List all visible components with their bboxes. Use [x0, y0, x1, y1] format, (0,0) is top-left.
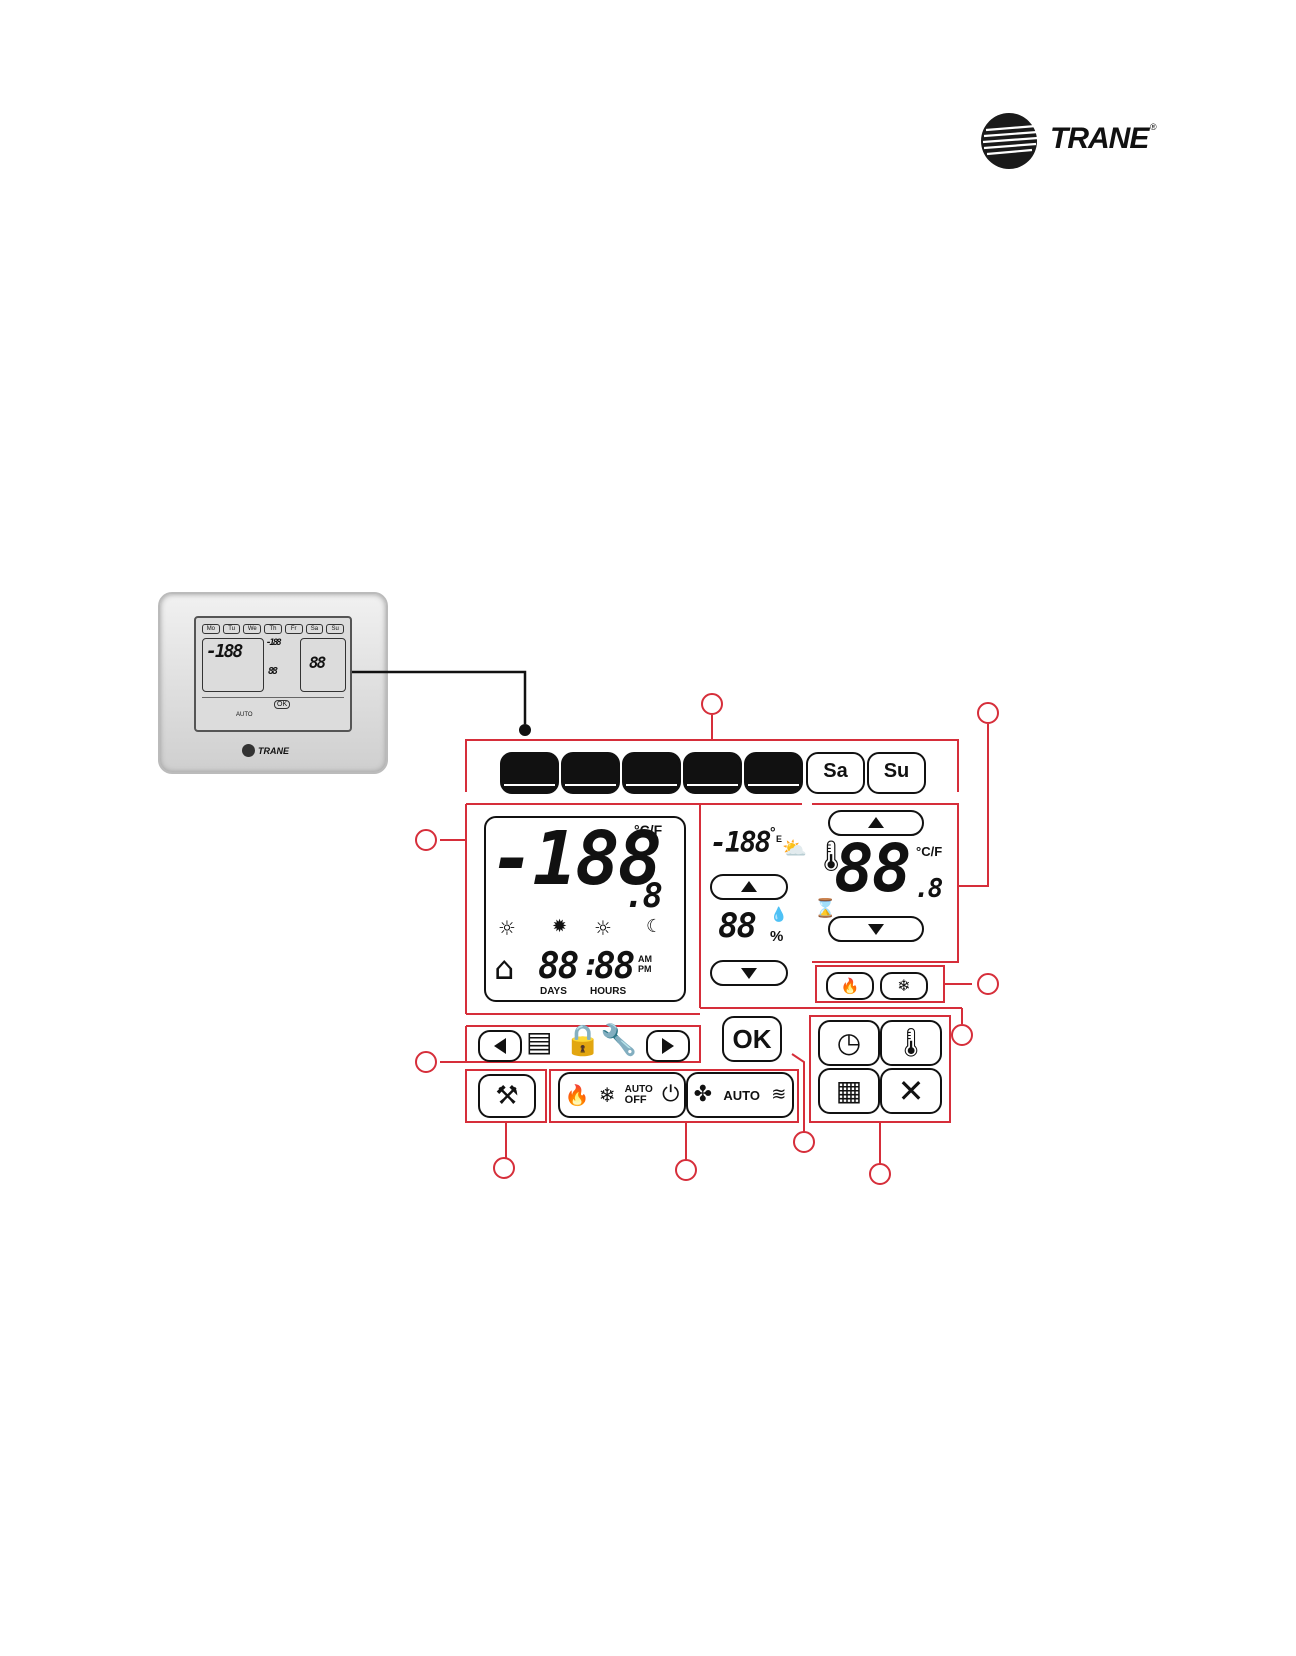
temperature-button[interactable]: 🌡: [880, 1020, 942, 1066]
cool-button[interactable]: ❄: [880, 972, 928, 1000]
auto-label: AUTO: [625, 1085, 653, 1095]
clock-button[interactable]: ◷: [818, 1020, 880, 1066]
sunrise-icon: ☼: [498, 918, 516, 938]
day-button-label: Sa: [808, 760, 863, 783]
outdoor-humidity-display: -188 ° E ⛅ 88 💧 %: [708, 816, 808, 1002]
humidity-unit: %: [770, 928, 783, 945]
callout-circle: [494, 1158, 514, 1178]
up-arrow-icon: [741, 881, 757, 892]
day-button-saturday[interactable]: Sa: [806, 752, 865, 794]
day-button[interactable]: [500, 752, 559, 794]
thermometer-icon: 🌡: [893, 1029, 929, 1057]
day-button[interactable]: [561, 752, 620, 794]
callout-circle: [978, 974, 998, 994]
day-button[interactable]: [744, 752, 803, 794]
sunset-icon: ☼: [594, 918, 612, 938]
clock-hours: 88: [594, 946, 633, 987]
setpoint-unit: °C/F: [916, 844, 942, 859]
nav-right-button[interactable]: [646, 1030, 690, 1062]
nav-left-button[interactable]: [478, 1030, 522, 1062]
clock-icon: ◷: [837, 1029, 861, 1057]
pm-indicator: PM: [638, 964, 652, 974]
day-button-label: Su: [869, 760, 924, 783]
outdoor-temperature-unit: °: [770, 824, 776, 840]
right-arrow-icon: [662, 1038, 674, 1054]
down-arrow-icon: [741, 968, 757, 979]
droplet-icon: 💧: [770, 908, 787, 922]
am-indicator: AM: [638, 954, 652, 964]
calendar-icon: ▦: [836, 1077, 862, 1105]
system-mode-button[interactable]: 🔥 ❄ AUTO OFF ⏻: [558, 1072, 686, 1118]
wrench-icon: 🔧: [600, 1026, 637, 1056]
snowflake-icon: ❄: [897, 978, 910, 994]
callout-circle: [702, 694, 722, 714]
callout-circle: [978, 703, 998, 723]
sun-cloud-icon: ⛅: [782, 838, 807, 858]
outdoor-temperature: -188: [710, 826, 769, 859]
lock-icon: 🔒: [564, 1026, 601, 1056]
moon-icon: ☾: [646, 918, 662, 936]
ok-label: OK: [733, 1024, 772, 1055]
humidity-value: 88: [718, 906, 755, 946]
left-arrow-icon: [494, 1038, 506, 1054]
device-connector-line: [352, 672, 525, 724]
day-button[interactable]: [622, 752, 681, 794]
clock-days: 88: [538, 946, 577, 987]
connector-dot: [519, 724, 531, 736]
humidity-up-button[interactable]: [710, 874, 788, 900]
callout-circle: [416, 1052, 436, 1072]
setpoint-leader: [958, 724, 988, 886]
day-button-sunday[interactable]: Su: [867, 752, 926, 794]
callout-circle: [952, 1025, 972, 1045]
down-arrow-icon: [868, 924, 884, 935]
setpoint-value: 88: [834, 836, 909, 902]
service-tools-icon: ⚒: [495, 1083, 518, 1109]
humidity-down-button[interactable]: [710, 960, 788, 986]
callout-circle: [676, 1160, 696, 1180]
fan-auto-label: AUTO: [723, 1088, 760, 1103]
callout-circle: [870, 1164, 890, 1184]
schedule-button[interactable]: ▦: [818, 1068, 880, 1114]
indoor-temperature-decimal: .8: [624, 876, 661, 916]
off-label: OFF: [625, 1095, 653, 1106]
power-icon: ⏻: [662, 1084, 679, 1106]
airflow-icon: ≋: [771, 1086, 786, 1104]
fan-mode-button[interactable]: ✤ AUTO ≋: [686, 1072, 794, 1118]
snowflake-icon: ❄: [599, 1085, 616, 1105]
days-label: DAYS: [540, 986, 567, 997]
indoor-temperature-unit: °C/F: [634, 822, 662, 838]
cancel-button[interactable]: ✕: [880, 1068, 942, 1114]
flame-icon: 🔥: [841, 979, 860, 994]
main-display: -188 °C/F .8 ☼ ✹ ☼ ☾ ⌂ 88 : 88 AM PM DAY…: [484, 816, 686, 1002]
fan-icon: ✤: [694, 1084, 712, 1106]
close-icon: ✕: [898, 1075, 925, 1107]
hours-label: HOURS: [590, 986, 626, 997]
callout-circle: [794, 1132, 814, 1152]
sun-icon: ✹: [552, 918, 567, 936]
occupied-house-icon: ⌂: [494, 952, 514, 984]
setpoint-decimal: .8: [914, 874, 941, 904]
heat-button[interactable]: 🔥: [826, 972, 874, 1000]
service-button[interactable]: ⚒: [478, 1074, 536, 1118]
flame-icon: 🔥: [565, 1085, 590, 1105]
up-arrow-icon: [868, 817, 884, 828]
setpoint-display: 🌡 ⌛ 88 °C/F .8: [812, 808, 958, 962]
auto-off-label: AUTO OFF: [625, 1085, 653, 1106]
setpoint-down-button[interactable]: [828, 916, 924, 942]
filter-icon: ▤: [526, 1028, 552, 1056]
callout-circle: [416, 830, 436, 850]
ok-button[interactable]: OK: [722, 1016, 782, 1062]
day-button[interactable]: [683, 752, 742, 794]
